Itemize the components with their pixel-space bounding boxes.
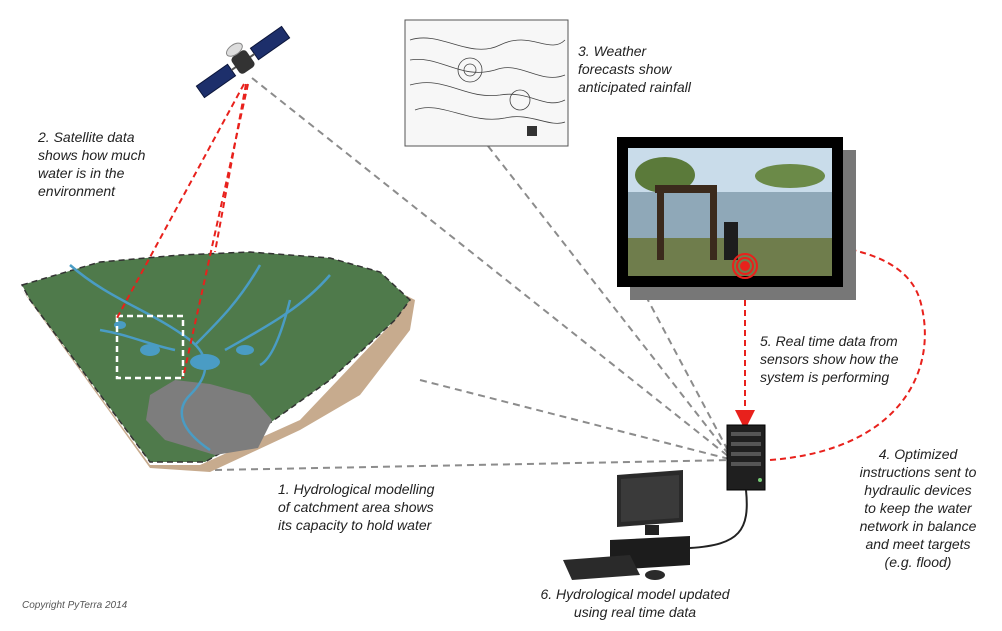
label-updated-line1: 6. Hydrological model updated: [540, 586, 730, 602]
satellite-observation-area: [115, 314, 185, 380]
label-satellite-line1: 2. Satellite data: [38, 129, 135, 145]
server-to-pc-cable: [689, 489, 748, 549]
grey-links: [214, 77, 734, 471]
sensor-photo: [617, 137, 856, 300]
label-real-time-sensors: 5. Real time data from sensors show how …: [760, 332, 950, 386]
label-hydrological-modelling: 1. Hydrological modelling of catchment a…: [278, 480, 498, 534]
label-updated-line2: using real time data: [573, 604, 697, 620]
link-terrain-bottom-server: [214, 459, 734, 471]
satellite-beam-right: [182, 83, 249, 379]
server-icon: [726, 424, 766, 491]
terrain-catchment: [20, 251, 415, 472]
desktop-computer-icon: [563, 470, 690, 580]
label-weather-line1: 3. Weather: [578, 43, 647, 59]
label-satellite-line4: environment: [38, 183, 116, 199]
label-optimized-instructions: 4. Optimized instructions sent to hydrau…: [838, 445, 998, 571]
label-weather-line3: anticipated rainfall: [578, 79, 691, 95]
label-satellite-line2: shows how much: [38, 147, 146, 163]
red-links: [116, 83, 926, 461]
label-weather-line2: forecasts show: [578, 61, 672, 77]
label-sensors-line1: 5. Real time data from: [760, 333, 898, 349]
label-instructions-line6: and meet targets: [865, 536, 971, 552]
label-model-updated: 6. Hydrological model updated using real…: [510, 585, 760, 621]
label-weather-forecasts: 3. Weather forecasts show anticipated ra…: [578, 42, 748, 96]
sensor-icon: [732, 253, 758, 279]
label-sensors-line3: system is performing: [760, 369, 890, 385]
satellite-icon: [195, 25, 291, 99]
label-sensors-line2: sensors show how the: [760, 351, 899, 367]
satellite-beam-top: [214, 83, 247, 253]
label-instructions-line7: (e.g. flood): [884, 554, 952, 570]
terrain-soil-side: [22, 290, 415, 472]
label-instructions-line4: to keep the water: [864, 500, 972, 516]
label-instructions-line2: instructions sent to: [859, 464, 977, 480]
label-satellite-data: 2. Satellite data shows how much water i…: [38, 128, 188, 200]
label-modelling-line1: 1. Hydrological modelling: [278, 481, 435, 497]
copyright-text: Copyright PyTerra 2014: [22, 600, 128, 611]
satellite-beam-left: [116, 83, 245, 319]
link-sensor-photo-server: [639, 284, 734, 461]
label-instructions-line1: 4. Optimized: [878, 446, 958, 462]
terrain-urban-area: [146, 380, 272, 455]
label-instructions-line5: network in balance: [859, 518, 977, 534]
link-satellite-server: [251, 77, 734, 461]
link-terrain-server: [419, 379, 734, 461]
label-satellite-line3: water is in the: [38, 165, 125, 181]
link-weather-server: [487, 145, 734, 461]
label-instructions-line3: hydraulic devices: [864, 482, 972, 498]
label-modelling-line2: of catchment area shows: [278, 499, 434, 515]
weather-map: [404, 19, 569, 147]
link-server-to-devices: [742, 233, 926, 461]
label-modelling-line3: its capacity to hold water: [278, 517, 432, 533]
